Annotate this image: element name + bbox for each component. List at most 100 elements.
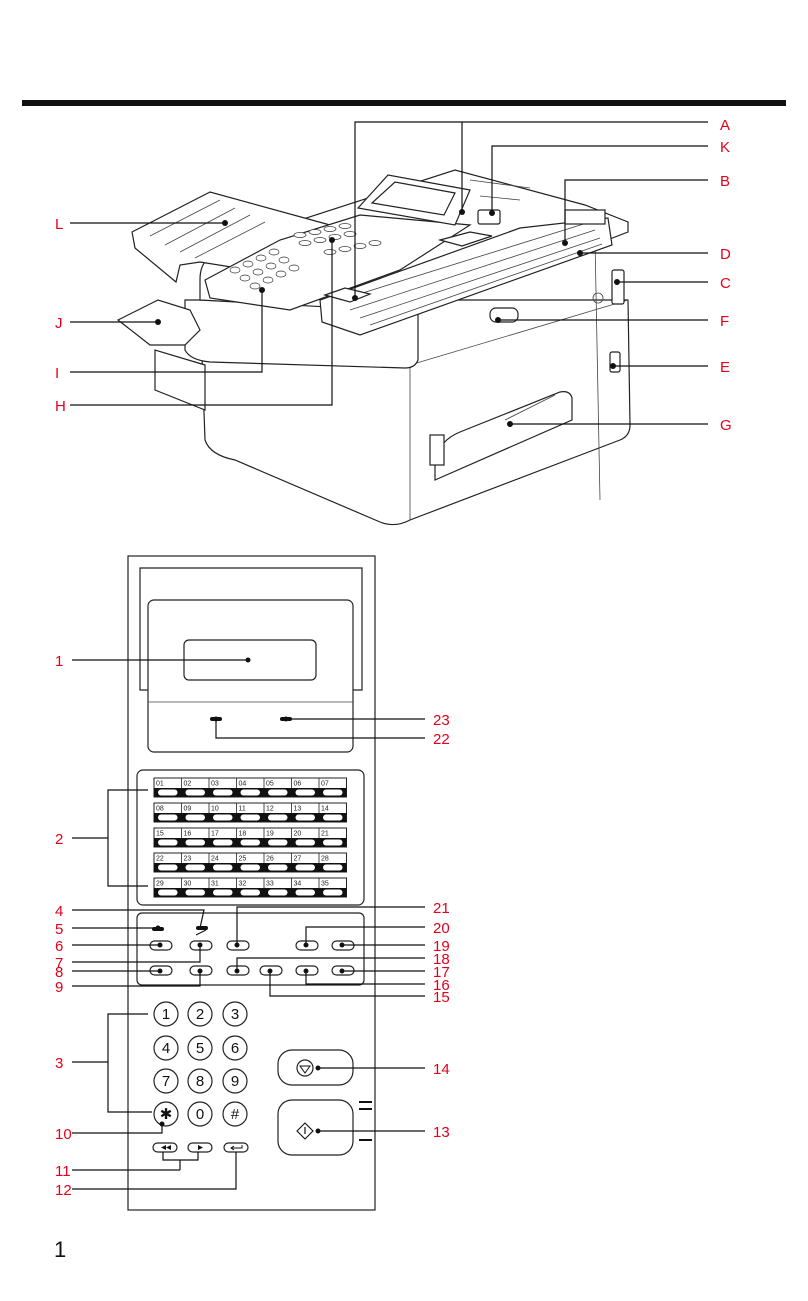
key-7[interactable] [153, 1068, 179, 1094]
speed-dial-number: 18 [239, 831, 247, 838]
header-rule [22, 100, 786, 106]
speed-dial-number: 23 [184, 856, 192, 863]
speed-dial-button-21[interactable] [323, 839, 343, 846]
callout-15: 15 [433, 989, 450, 1006]
callout-11: 11 [55, 1163, 71, 1180]
speed-dial-button-01[interactable] [158, 789, 178, 796]
callout-H: H [55, 398, 66, 415]
speed-dial-number: 13 [294, 806, 302, 813]
key-2[interactable] [187, 1001, 213, 1027]
speed-dial-button-02[interactable] [185, 789, 206, 796]
speed-dial-number: 22 [156, 856, 164, 863]
callout-A: A [720, 117, 730, 134]
speed-dial-button-28[interactable] [323, 864, 343, 871]
speed-dial-button-14[interactable] [323, 814, 343, 821]
speed-dial-button-05[interactable] [268, 789, 288, 796]
speed-dial-button-17[interactable] [213, 839, 233, 846]
key-6-label: 6 [231, 1040, 239, 1057]
speed-dial-number: 08 [156, 806, 164, 813]
speed-dial-button-27[interactable] [295, 864, 316, 871]
speed-dial-button-03[interactable] [213, 789, 233, 796]
callout-23: 23 [433, 712, 450, 729]
callout-8: 8 [55, 964, 63, 981]
speed-dial-button-25[interactable] [240, 864, 261, 871]
speed-dial-number: 06 [294, 781, 302, 788]
speed-dial-button-16[interactable] [185, 839, 206, 846]
key-5-label: 5 [196, 1040, 204, 1057]
callout-13: 13 [433, 1124, 450, 1141]
speed-dial-number: 12 [266, 806, 274, 813]
key-9[interactable] [222, 1068, 248, 1094]
speed-dial-button-13[interactable] [295, 814, 316, 821]
speed-dial-button-30[interactable] [185, 889, 206, 896]
start-button[interactable] [277, 1099, 354, 1156]
speed-dial-button-19[interactable] [268, 839, 288, 846]
key-1-label: 1 [162, 1006, 170, 1023]
speed-dial-button-20[interactable] [295, 839, 316, 846]
speed-dial-number: 32 [239, 881, 247, 888]
callout-D: D [720, 246, 731, 263]
speed-dial-button-31[interactable] [213, 889, 233, 896]
key-1[interactable] [153, 1001, 179, 1027]
speed-dial-number: 10 [211, 806, 219, 813]
speed-dial-button-12[interactable] [268, 814, 288, 821]
speed-dial-button-11[interactable] [240, 814, 261, 821]
speed-dial-number: 26 [266, 856, 274, 863]
speed-dial-button-22[interactable] [158, 864, 178, 871]
callout-9: 9 [55, 979, 63, 996]
speed-dial-button-34[interactable] [295, 889, 316, 896]
key-8-label: 8 [196, 1073, 204, 1090]
key-4-label: 4 [162, 1040, 170, 1057]
speed-dial-button-23[interactable] [185, 864, 206, 871]
callout-20: 20 [433, 920, 450, 937]
speed-dial-button-26[interactable] [268, 864, 288, 871]
speed-dial-number: 31 [211, 881, 219, 888]
speed-dial-button-24[interactable] [213, 864, 233, 871]
speed-dial-button-10[interactable] [213, 814, 233, 821]
speed-dial-button-33[interactable] [268, 889, 288, 896]
speed-dial-number: 33 [266, 881, 274, 888]
speed-dial-button-18[interactable] [240, 839, 261, 846]
callout-E: E [720, 359, 730, 376]
fax-machine-illustration [116, 169, 631, 526]
callout-21: 21 [433, 900, 450, 917]
callout-F: F [720, 313, 729, 330]
key-8[interactable] [187, 1068, 213, 1094]
key-3[interactable] [222, 1001, 248, 1027]
speed-dial-button-32[interactable] [240, 889, 261, 896]
speed-dial-button-09[interactable] [185, 814, 206, 821]
speed-dial-number: 24 [211, 856, 219, 863]
key-0-label: 0 [196, 1106, 204, 1123]
key-star-label: ✱ [160, 1106, 173, 1123]
speed-dial-button-06[interactable] [295, 789, 316, 796]
callout-18: 18 [433, 951, 450, 968]
callout-3: 3 [55, 1055, 63, 1072]
speed-dial-number: 35 [321, 881, 329, 888]
speed-dial-button-08[interactable] [158, 814, 178, 821]
rewind-icon [161, 1145, 171, 1150]
key-5[interactable] [187, 1035, 213, 1061]
key-2-label: 2 [196, 1006, 204, 1023]
speed-dial-number: 16 [184, 831, 192, 838]
forward-icon [198, 1145, 203, 1150]
key-hash[interactable] [222, 1101, 248, 1127]
page-number: 1 [54, 1237, 66, 1262]
speed-dial-button-07[interactable] [323, 789, 343, 796]
callout-K: K [720, 139, 730, 156]
key-4[interactable] [153, 1035, 179, 1061]
key-hash-label: # [231, 1106, 240, 1123]
key-3-label: 3 [231, 1006, 239, 1023]
speed-dial-button-04[interactable] [240, 789, 261, 796]
key-0[interactable] [187, 1101, 213, 1127]
key-6[interactable] [222, 1035, 248, 1061]
speed-dial-button-29[interactable] [158, 889, 178, 896]
speed-dial-button-15[interactable] [158, 839, 178, 846]
lamp-4 [196, 926, 208, 930]
panel-leader-lines [72, 659, 425, 1190]
key-star[interactable] [153, 1101, 179, 1127]
callout-L: L [55, 216, 63, 233]
speed-dial-button-35[interactable] [323, 889, 343, 896]
speed-dial-number: 30 [184, 881, 192, 888]
